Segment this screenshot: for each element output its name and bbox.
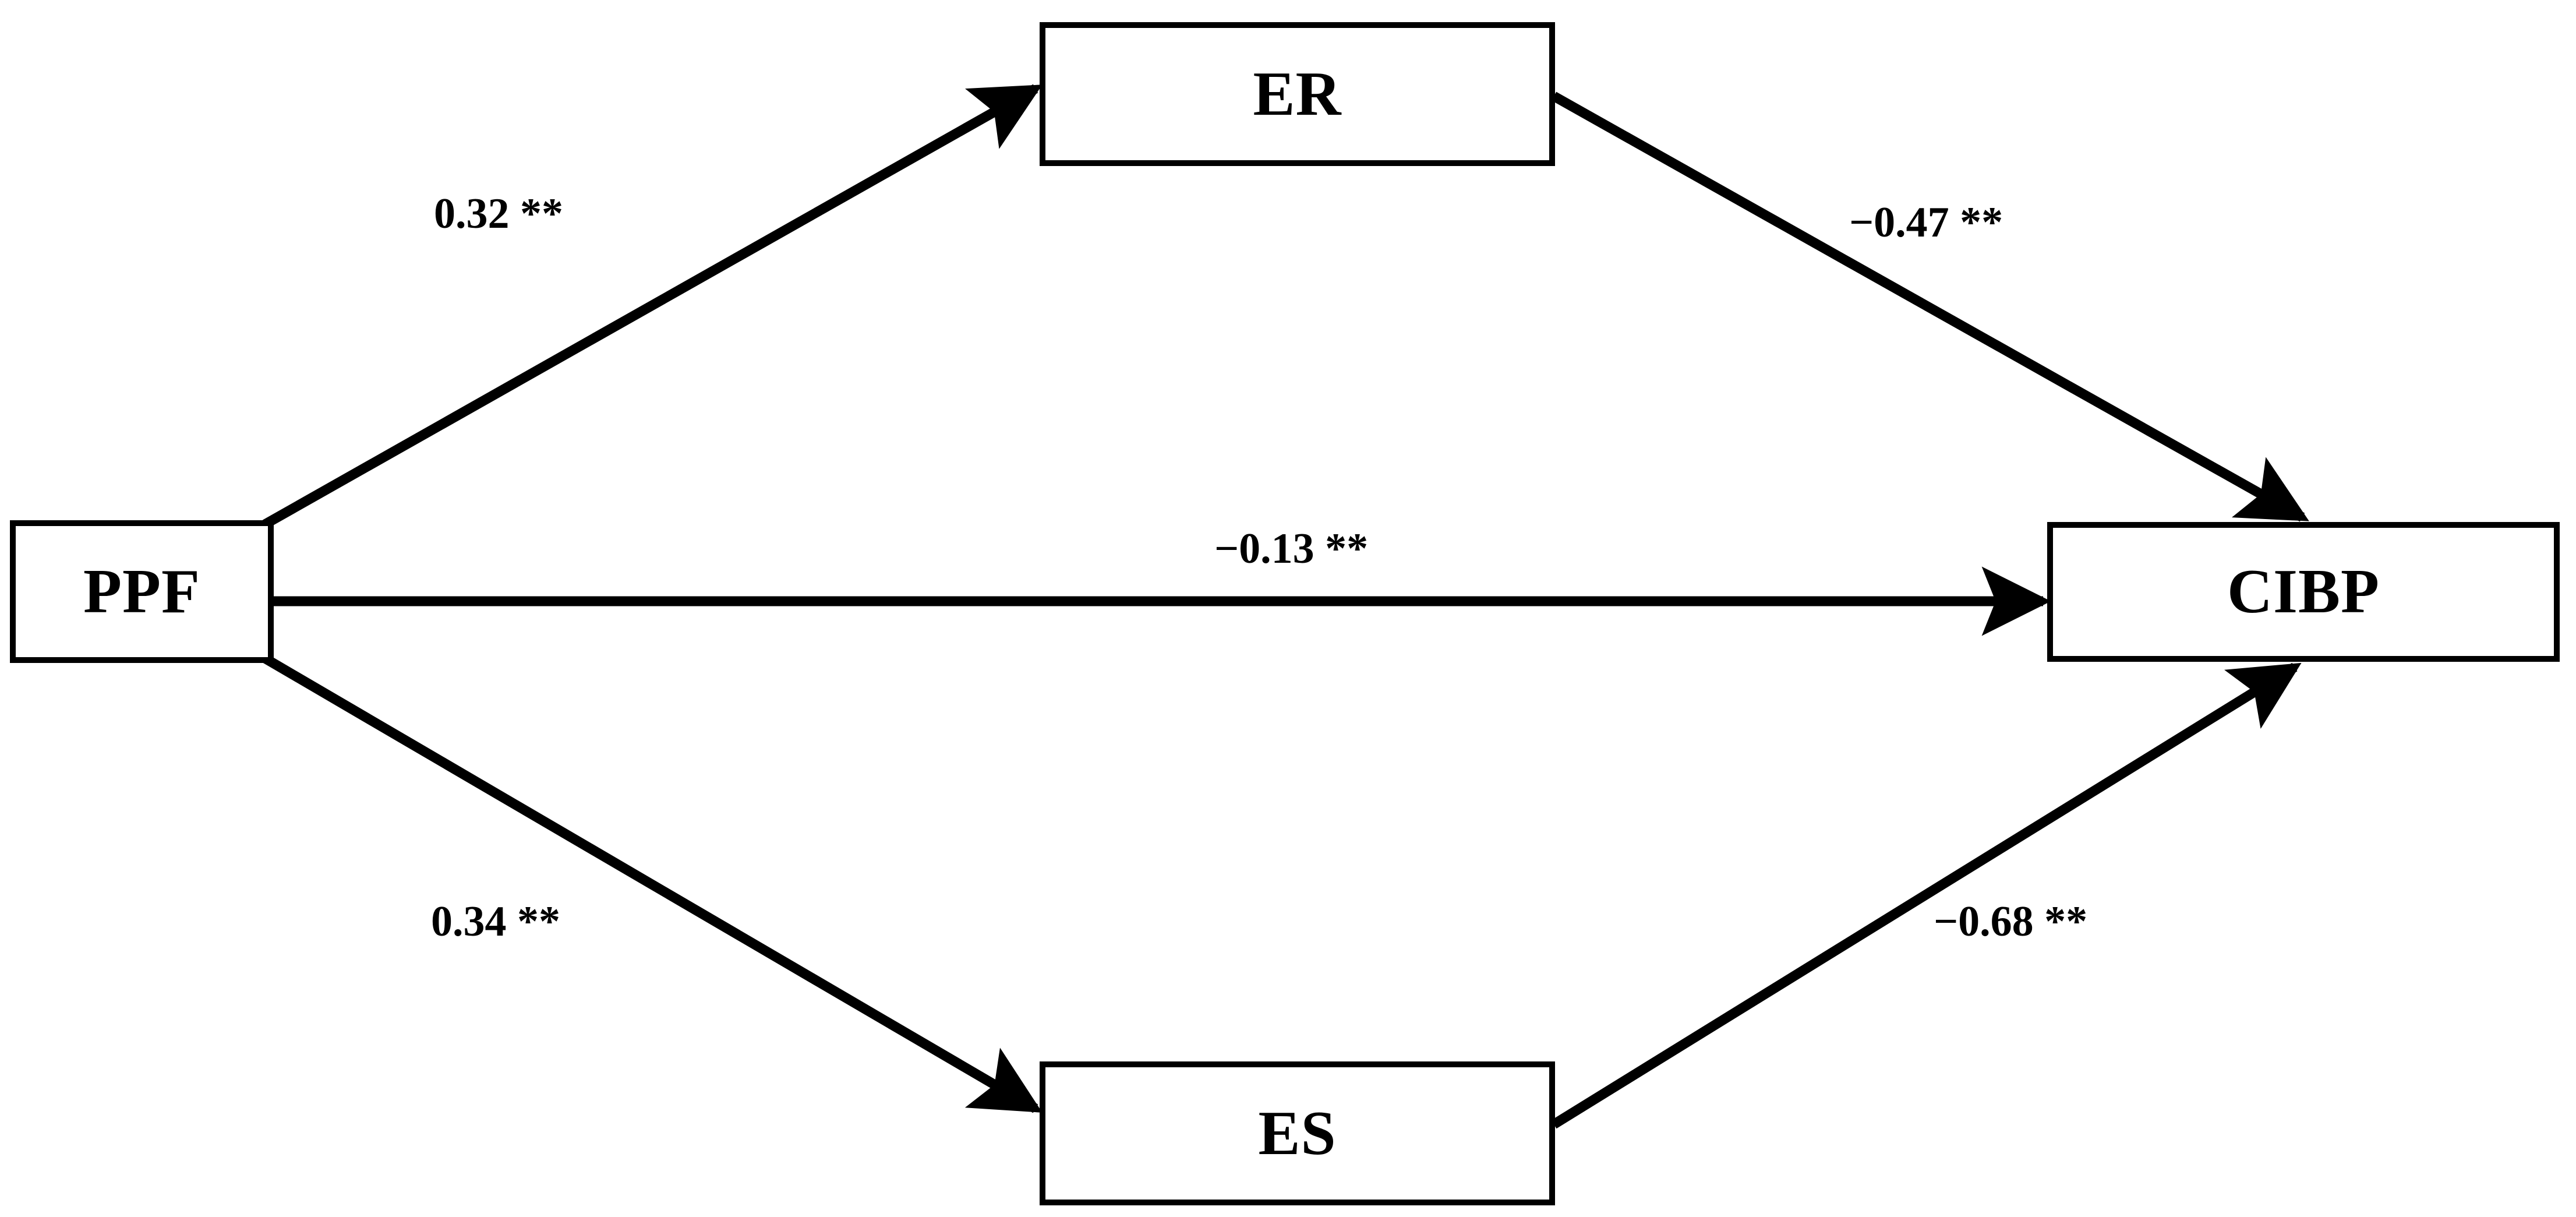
edge-label-ppf-er: 0.32 ** xyxy=(434,190,563,238)
node-es-label: ES xyxy=(1258,1098,1337,1168)
edge-line-ppf-es xyxy=(262,654,1043,1113)
edge-label-ppf-cibp: −0.13 ** xyxy=(1214,525,1369,573)
edge-line-ppf-er xyxy=(262,84,1043,529)
node-ppf-label: PPF xyxy=(83,556,200,626)
node-ppf[interactable]: PPF xyxy=(10,520,274,663)
node-cibp-label: CIBP xyxy=(2227,557,2380,626)
edge-label-es-cibp: −0.68 ** xyxy=(1934,898,2088,946)
node-er[interactable]: ER xyxy=(1040,22,1555,166)
edge-label-er-cibp: −0.47 ** xyxy=(1849,199,2003,246)
edge-line-es-cibp xyxy=(1551,662,2302,1129)
node-er-label: ER xyxy=(1253,59,1342,129)
node-cibp[interactable]: CIBP xyxy=(2047,522,2560,662)
edge-line-er-cibp xyxy=(1551,91,2309,522)
edge-label-ppf-es: 0.34 ** xyxy=(431,898,560,946)
node-es[interactable]: ES xyxy=(1040,1061,1555,1205)
